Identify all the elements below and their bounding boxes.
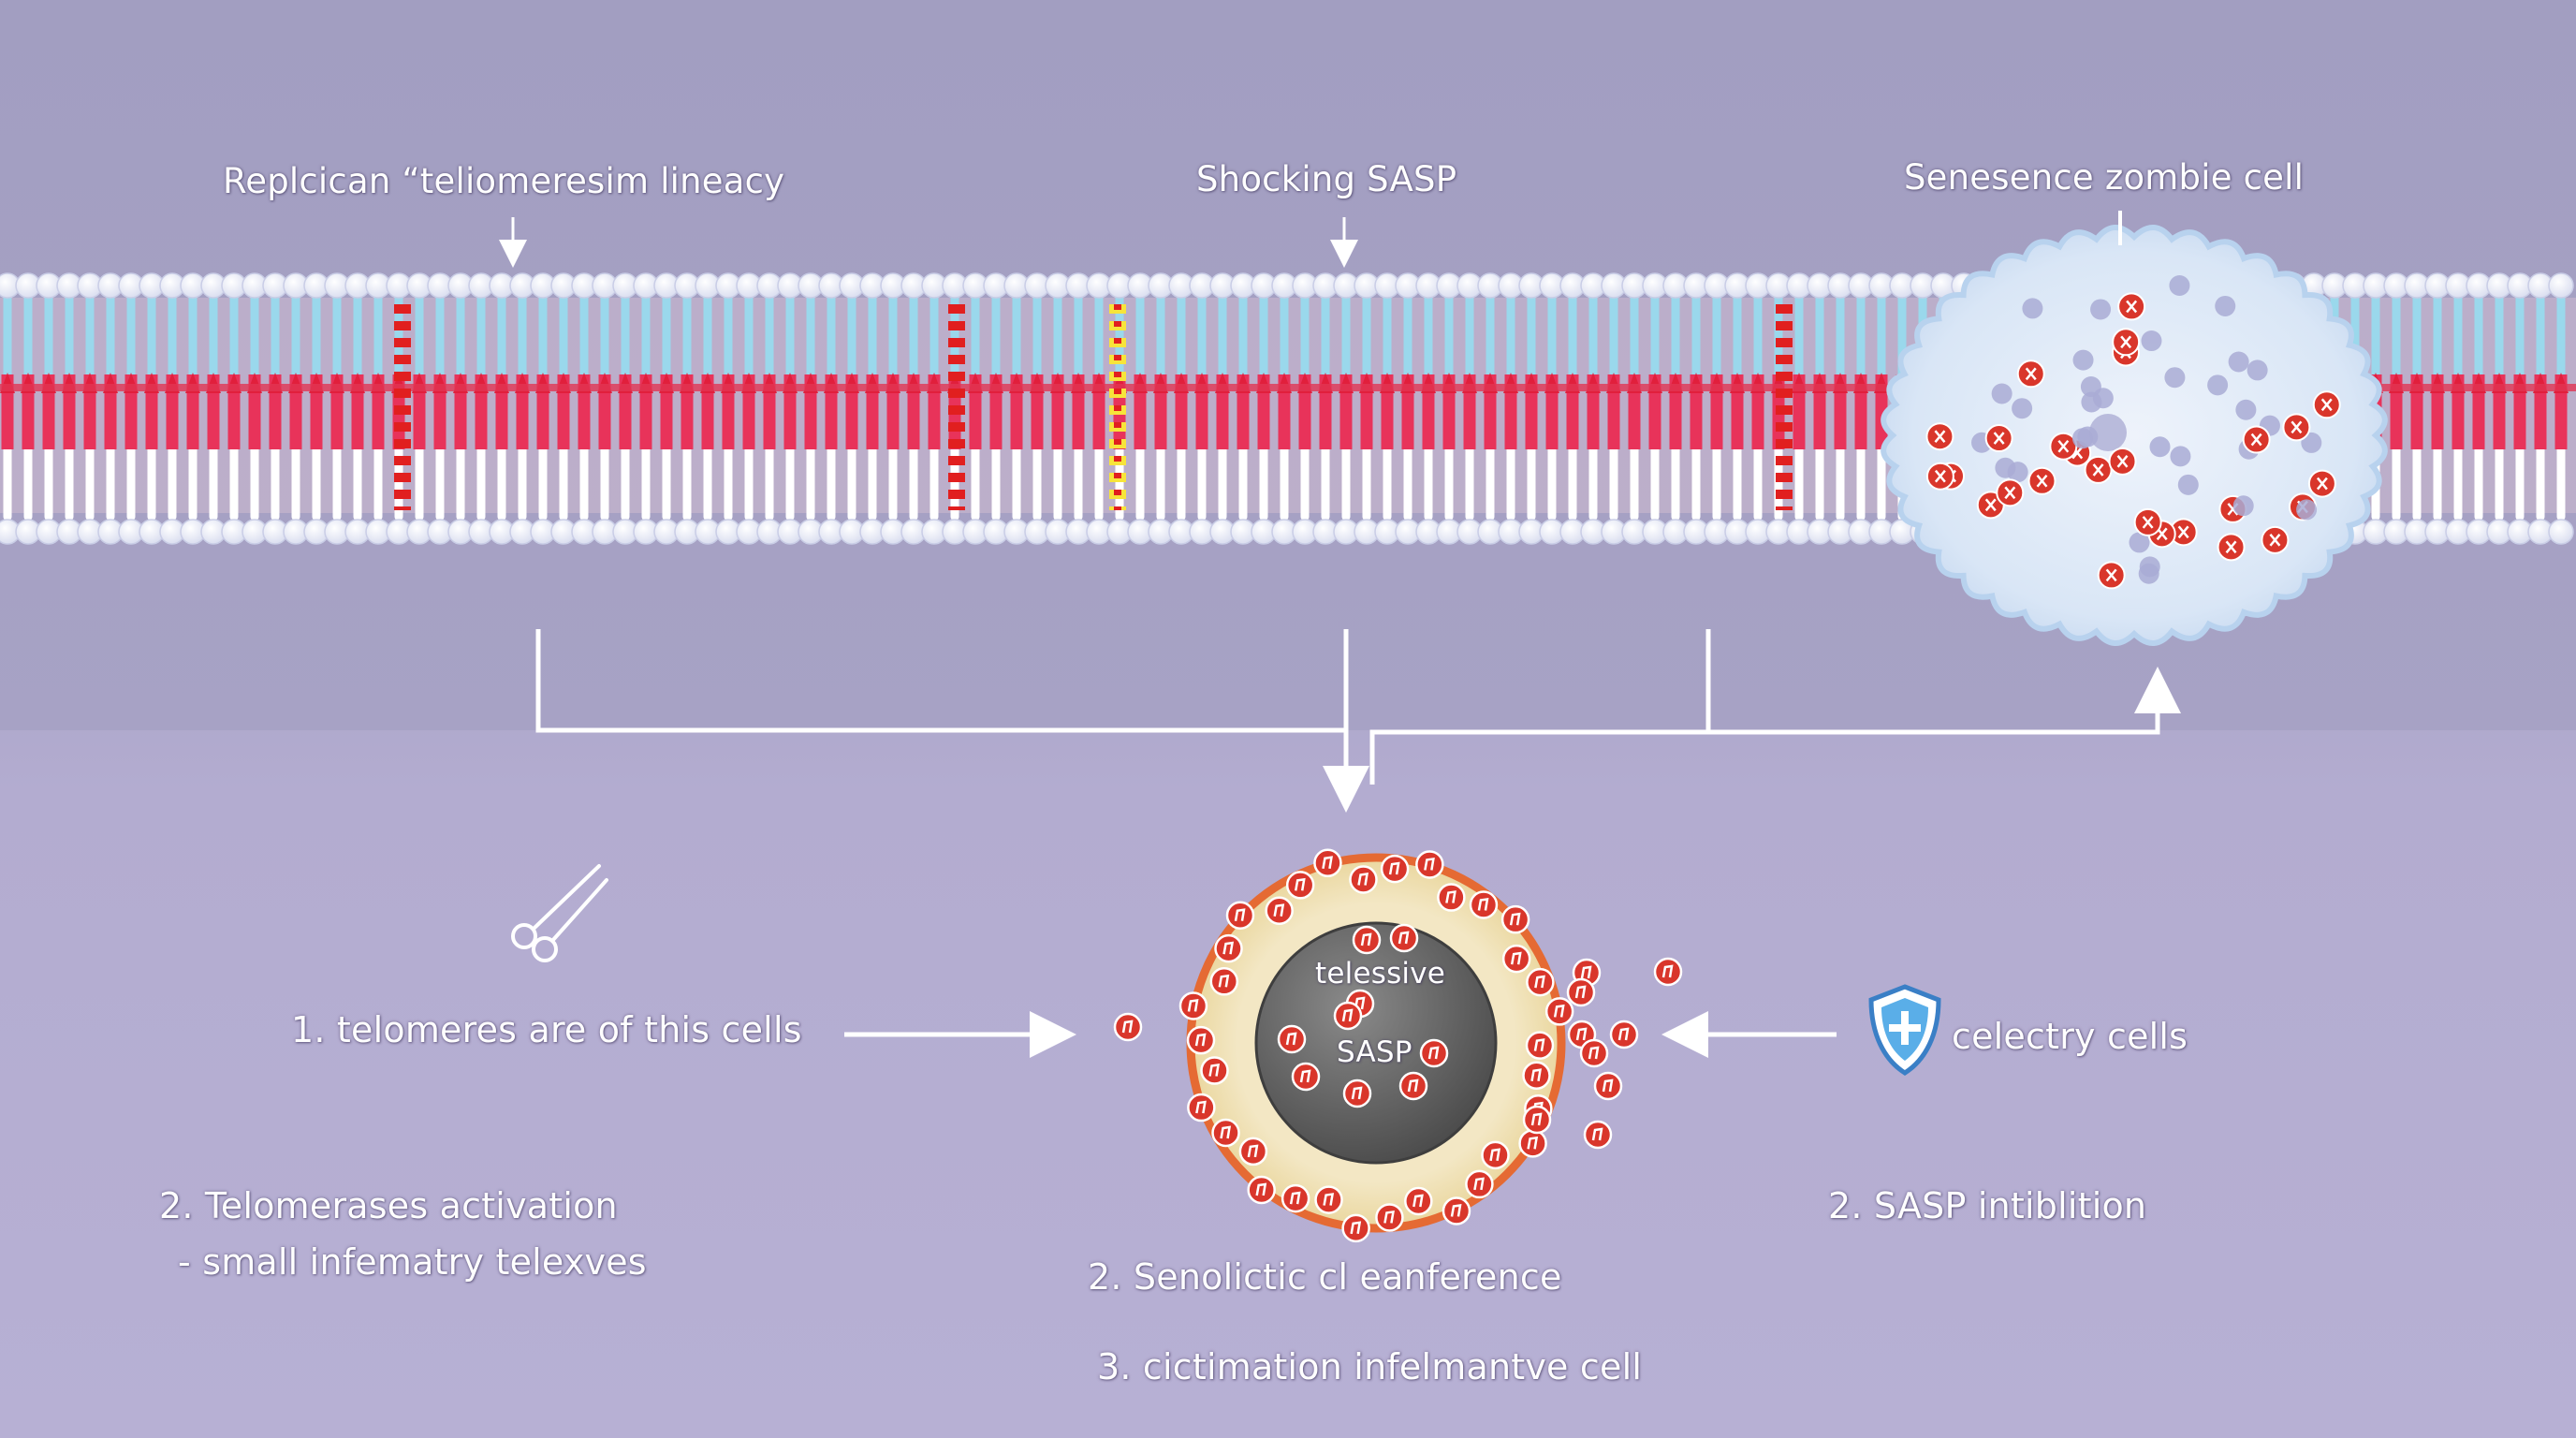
- senolytic-step-label: 2. Senolictic cl eanference: [1088, 1256, 1562, 1298]
- connector-lines: [535, 629, 2181, 813]
- senescent-zombie-cell: [1881, 211, 2388, 646]
- sasp-inhibition-label: 2. SASP intiblition: [1828, 1185, 2147, 1226]
- replicative-label: Replcican “teliomeresim lineacy: [223, 161, 785, 201]
- shocking-sasp-label: Shocking SASP: [1196, 159, 1457, 199]
- central-cell: [1113, 848, 1683, 1243]
- step-1-label: 1. telomeres are of this cells: [291, 1009, 802, 1050]
- zombie-cell-label: Senesence zombie cell: [1904, 157, 2305, 198]
- scissors-icon: [511, 864, 608, 962]
- cell-label-sasp: SASP: [1337, 1035, 1412, 1069]
- shield-icon: [1868, 984, 1941, 1076]
- step-2-label: 2. Telomerases activation: [159, 1185, 618, 1226]
- cell-label-top: telessive: [1315, 957, 1446, 990]
- telomere-markers: [394, 304, 1793, 510]
- step-2-sub-label: - small infematry telexves: [178, 1241, 647, 1283]
- sasp-particles: [1113, 848, 1683, 1243]
- shield-cells-label: celectry cells: [1952, 1016, 2188, 1057]
- inflammatory-step-label: 3. cictimation infelmantve cell: [1097, 1346, 1643, 1387]
